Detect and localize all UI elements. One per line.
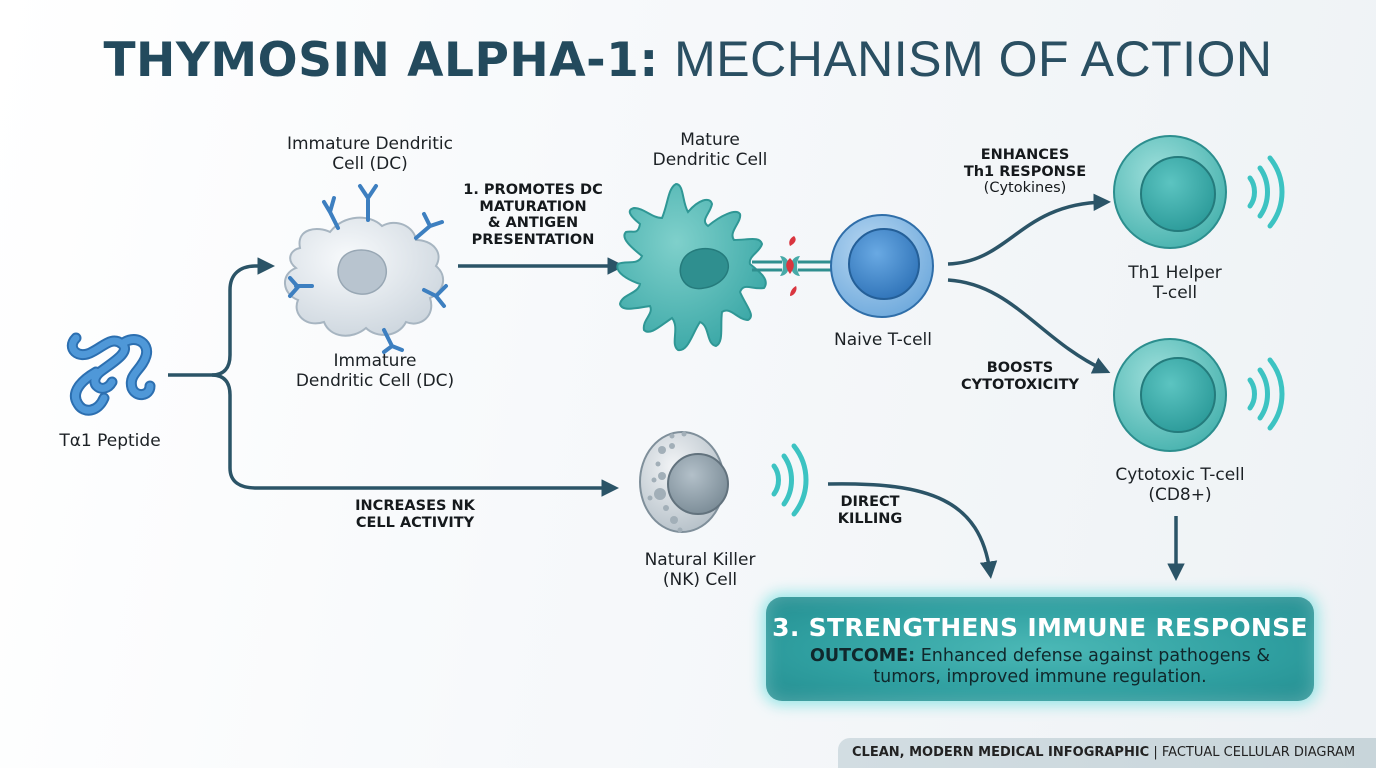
mature-dendritic-cell: [616, 182, 767, 352]
branch-connector: [168, 257, 619, 497]
title-light: MECHANISM OF ACTION: [674, 31, 1273, 87]
step-nk-activity-label: INCREASES NK CELL ACTIVITY: [330, 498, 500, 531]
signal-waves-icon: [771, 443, 809, 517]
arrow-direct-killing: [827, 482, 998, 579]
mature-dc-label: Mature Dendritic Cell: [620, 130, 800, 170]
label-line: Immature: [333, 351, 417, 371]
label-line: Th1 Helper: [1128, 263, 1222, 283]
cd8-cell-label: Cytotoxic T-cell (CD8+): [1090, 465, 1270, 505]
naive-t-cell: [830, 214, 934, 318]
step-direct-killing-label: DIRECT KILLING: [810, 494, 930, 527]
label-line: CYTOTOXICITY: [960, 376, 1080, 393]
label-line: BOOSTS: [986, 360, 1054, 376]
step-th1-response-label: ENHANCES Th1 RESPONSE (Cytokines): [950, 147, 1100, 197]
label-line: Th1 RESPONSE: [963, 163, 1087, 180]
label-line: KILLING: [837, 510, 903, 527]
label-line: 1. PROMOTES DC: [463, 182, 603, 198]
immature-dc-label-top: Immature Dendritic Cell (DC): [260, 134, 480, 174]
nk-cell: [639, 431, 809, 533]
immature-dc-label-bottom: Immature Dendritic Cell (DC): [260, 351, 490, 391]
label-line: (CD8+): [1148, 484, 1212, 505]
immature-dendritic-cell: [284, 184, 448, 354]
cytotoxic-t-cell: [1113, 338, 1285, 452]
footer-bold: CLEAN, MODERN MEDICAL INFOGRAPHIC: [852, 745, 1150, 760]
label-line: Cell (DC): [332, 153, 408, 174]
label-line: CELL ACTIVITY: [355, 514, 475, 531]
label-line: T-cell: [1152, 282, 1198, 303]
label-line: (NK) Cell: [662, 569, 738, 590]
outcome-text-line2: tumors, improved immune regulation.: [873, 667, 1207, 687]
th1-helper-t-cell: [1113, 135, 1285, 249]
label-line: Dendritic Cell (DC): [295, 370, 455, 391]
label-line: (Cytokines): [983, 180, 1067, 197]
split-arrows: [947, 193, 1111, 374]
step-dc-maturation-label: 1. PROMOTES DC MATURATION & ANTIGEN PRES…: [448, 182, 618, 249]
label-line: & ANTIGEN: [487, 215, 579, 232]
naive-t-cell-label: Naive T-cell: [834, 330, 932, 350]
peptide-chain-icon: [66, 332, 156, 416]
title-bold: THYMOSIN ALPHA-1:: [103, 33, 659, 88]
outcome-text-line1: Enhanced defense against pathogens &: [920, 646, 1270, 666]
page-title: THYMOSIN ALPHA-1: MECHANISM OF ACTION: [0, 30, 1376, 88]
footer-rest: FACTUAL CELLULAR DIAGRAM: [1161, 745, 1356, 760]
label-line: Dendritic Cell: [652, 149, 768, 170]
label-line: INCREASES NK: [355, 498, 475, 514]
immune-synapse: [752, 236, 834, 296]
label-line: Mature: [680, 130, 740, 150]
label-line: DIRECT: [840, 494, 900, 510]
outcome-prefix: OUTCOME:: [810, 646, 916, 666]
label-line: ENHANCES: [980, 147, 1070, 163]
signal-waves-icon: [1247, 155, 1285, 229]
footer-separator: |: [1153, 745, 1158, 760]
signal-waves-icon: [1247, 357, 1285, 431]
step-cytotoxicity-label: BOOSTS CYTOTOXICITY: [940, 360, 1100, 393]
label-line: PRESENTATION: [471, 232, 595, 249]
label-line: Cytotoxic T-cell: [1115, 465, 1245, 485]
label-line: MATURATION: [479, 198, 587, 215]
label-line: Immature Dendritic: [286, 134, 454, 154]
outcome-box: 3. STRENGTHENS IMMUNE RESPONSE OUTCOME: …: [766, 597, 1314, 701]
peptide-label: Tα1 Peptide: [59, 431, 161, 451]
th1-cell-label: Th1 Helper T-cell: [1100, 263, 1250, 303]
footer-caption: CLEAN, MODERN MEDICAL INFOGRAPHIC | FACT…: [838, 738, 1376, 768]
outcome-heading: 3. STRENGTHENS IMMUNE RESPONSE: [772, 613, 1308, 642]
label-line: Natural Killer: [644, 550, 756, 570]
nk-cell-label: Natural Killer (NK) Cell: [620, 550, 780, 590]
outcome-body: OUTCOME: Enhanced defense against pathog…: [766, 646, 1314, 688]
